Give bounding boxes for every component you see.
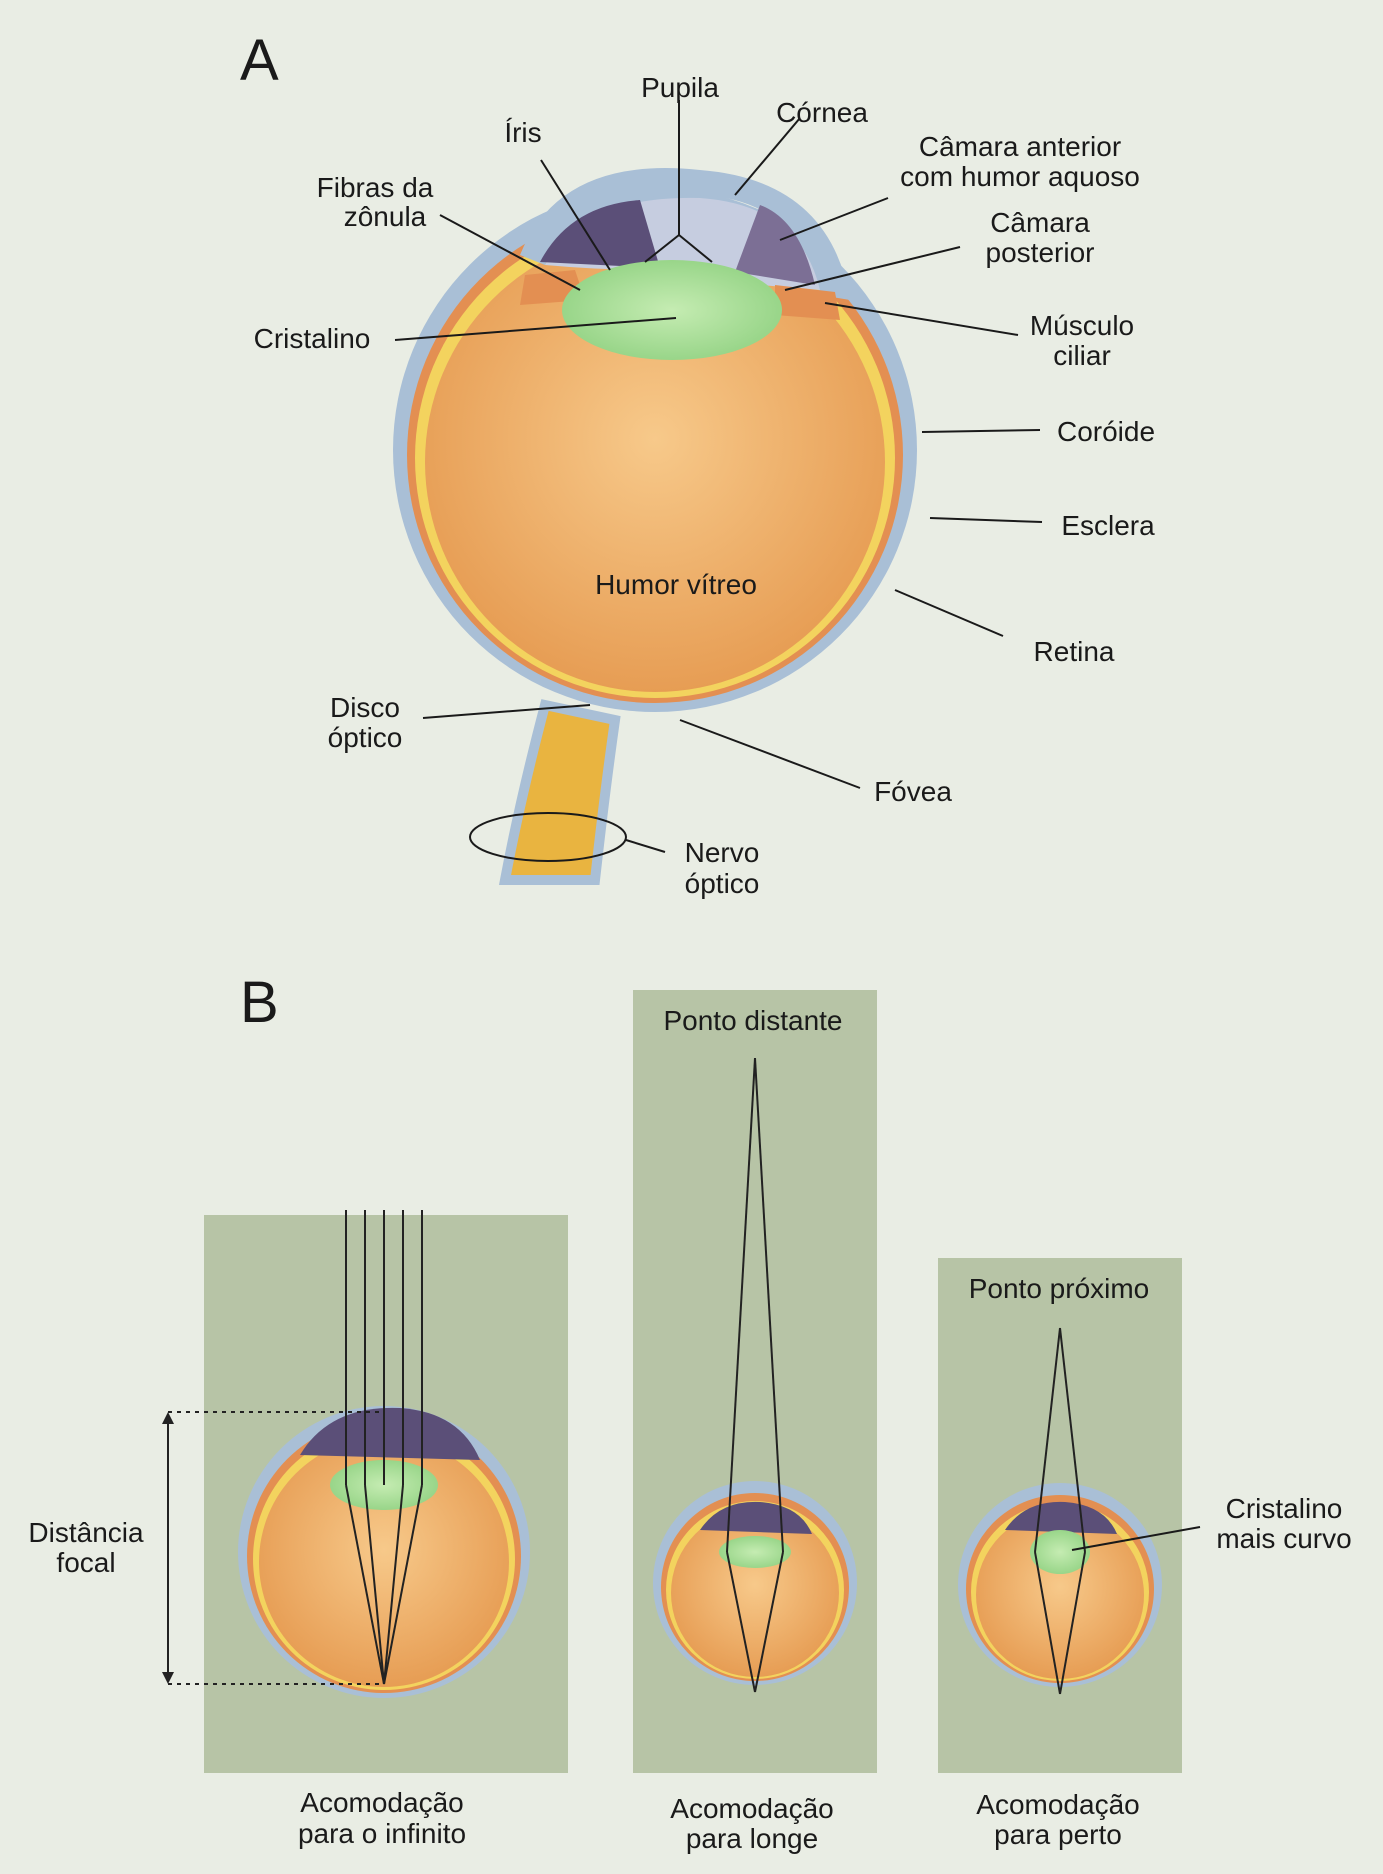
label-cristalino: Cristalino bbox=[254, 323, 371, 354]
label-ponto-distante: Ponto distante bbox=[663, 1005, 842, 1036]
label-pupila: Pupila bbox=[641, 72, 719, 103]
label-cornea: Córnea bbox=[776, 97, 868, 128]
label-iris: Íris bbox=[504, 117, 541, 148]
panel-b: B Di bbox=[28, 970, 1351, 1854]
label-retina: Retina bbox=[1034, 636, 1115, 667]
label-cristalino-curvo-1: Cristalino bbox=[1226, 1493, 1343, 1524]
label-distancia-2: focal bbox=[56, 1547, 115, 1578]
label-nervo-1: Nervo bbox=[685, 837, 760, 868]
panel-a: A bbox=[240, 28, 1155, 899]
label-musculo-1: Músculo bbox=[1030, 310, 1134, 341]
label-cristalino-curvo-2: mais curvo bbox=[1216, 1523, 1351, 1554]
label-fibras-1: Fibras da bbox=[317, 172, 434, 203]
label-acom-perto-2: para perto bbox=[994, 1819, 1122, 1850]
label-disco-1: Disco bbox=[330, 692, 400, 723]
label-acom-longe-1: Acomodação bbox=[670, 1793, 833, 1824]
label-camara-anterior-1: Câmara anterior bbox=[919, 131, 1121, 162]
label-nervo-2: óptico bbox=[685, 868, 760, 899]
label-camara-posterior-1: Câmara bbox=[990, 207, 1090, 238]
label-disco-2: óptico bbox=[328, 722, 403, 753]
label-fibras-2: zônula bbox=[344, 201, 427, 232]
label-musculo-2: ciliar bbox=[1053, 340, 1111, 371]
accommodation-near: Ponto próximo Cristalino mais curvo Acom… bbox=[938, 1258, 1352, 1850]
label-ponto-proximo: Ponto próximo bbox=[969, 1273, 1150, 1304]
label-distancia-1: Distância bbox=[28, 1517, 144, 1548]
optic-nerve bbox=[505, 705, 615, 880]
label-esclera: Esclera bbox=[1061, 510, 1155, 541]
label-camara-anterior-2: com humor aquoso bbox=[900, 161, 1140, 192]
panel-a-letter: A bbox=[240, 28, 279, 93]
label-acom-infinito-2: para o infinito bbox=[298, 1818, 466, 1849]
label-humor-vitreo: Humor vítreo bbox=[595, 569, 757, 600]
label-acom-perto-1: Acomodação bbox=[976, 1789, 1139, 1820]
lens bbox=[562, 260, 782, 360]
panel-b-letter: B bbox=[240, 970, 279, 1035]
label-coroide: Coróide bbox=[1057, 416, 1155, 447]
label-fovea: Fóvea bbox=[874, 776, 952, 807]
label-acom-longe-2: para longe bbox=[686, 1823, 818, 1854]
label-acom-infinito-1: Acomodação bbox=[300, 1787, 463, 1818]
label-camara-posterior-2: posterior bbox=[986, 237, 1095, 268]
accommodation-infinity: Distância focal Acomodação para o infini… bbox=[28, 1210, 568, 1849]
accommodation-far: Ponto distante Acomodação para longe bbox=[633, 990, 877, 1854]
